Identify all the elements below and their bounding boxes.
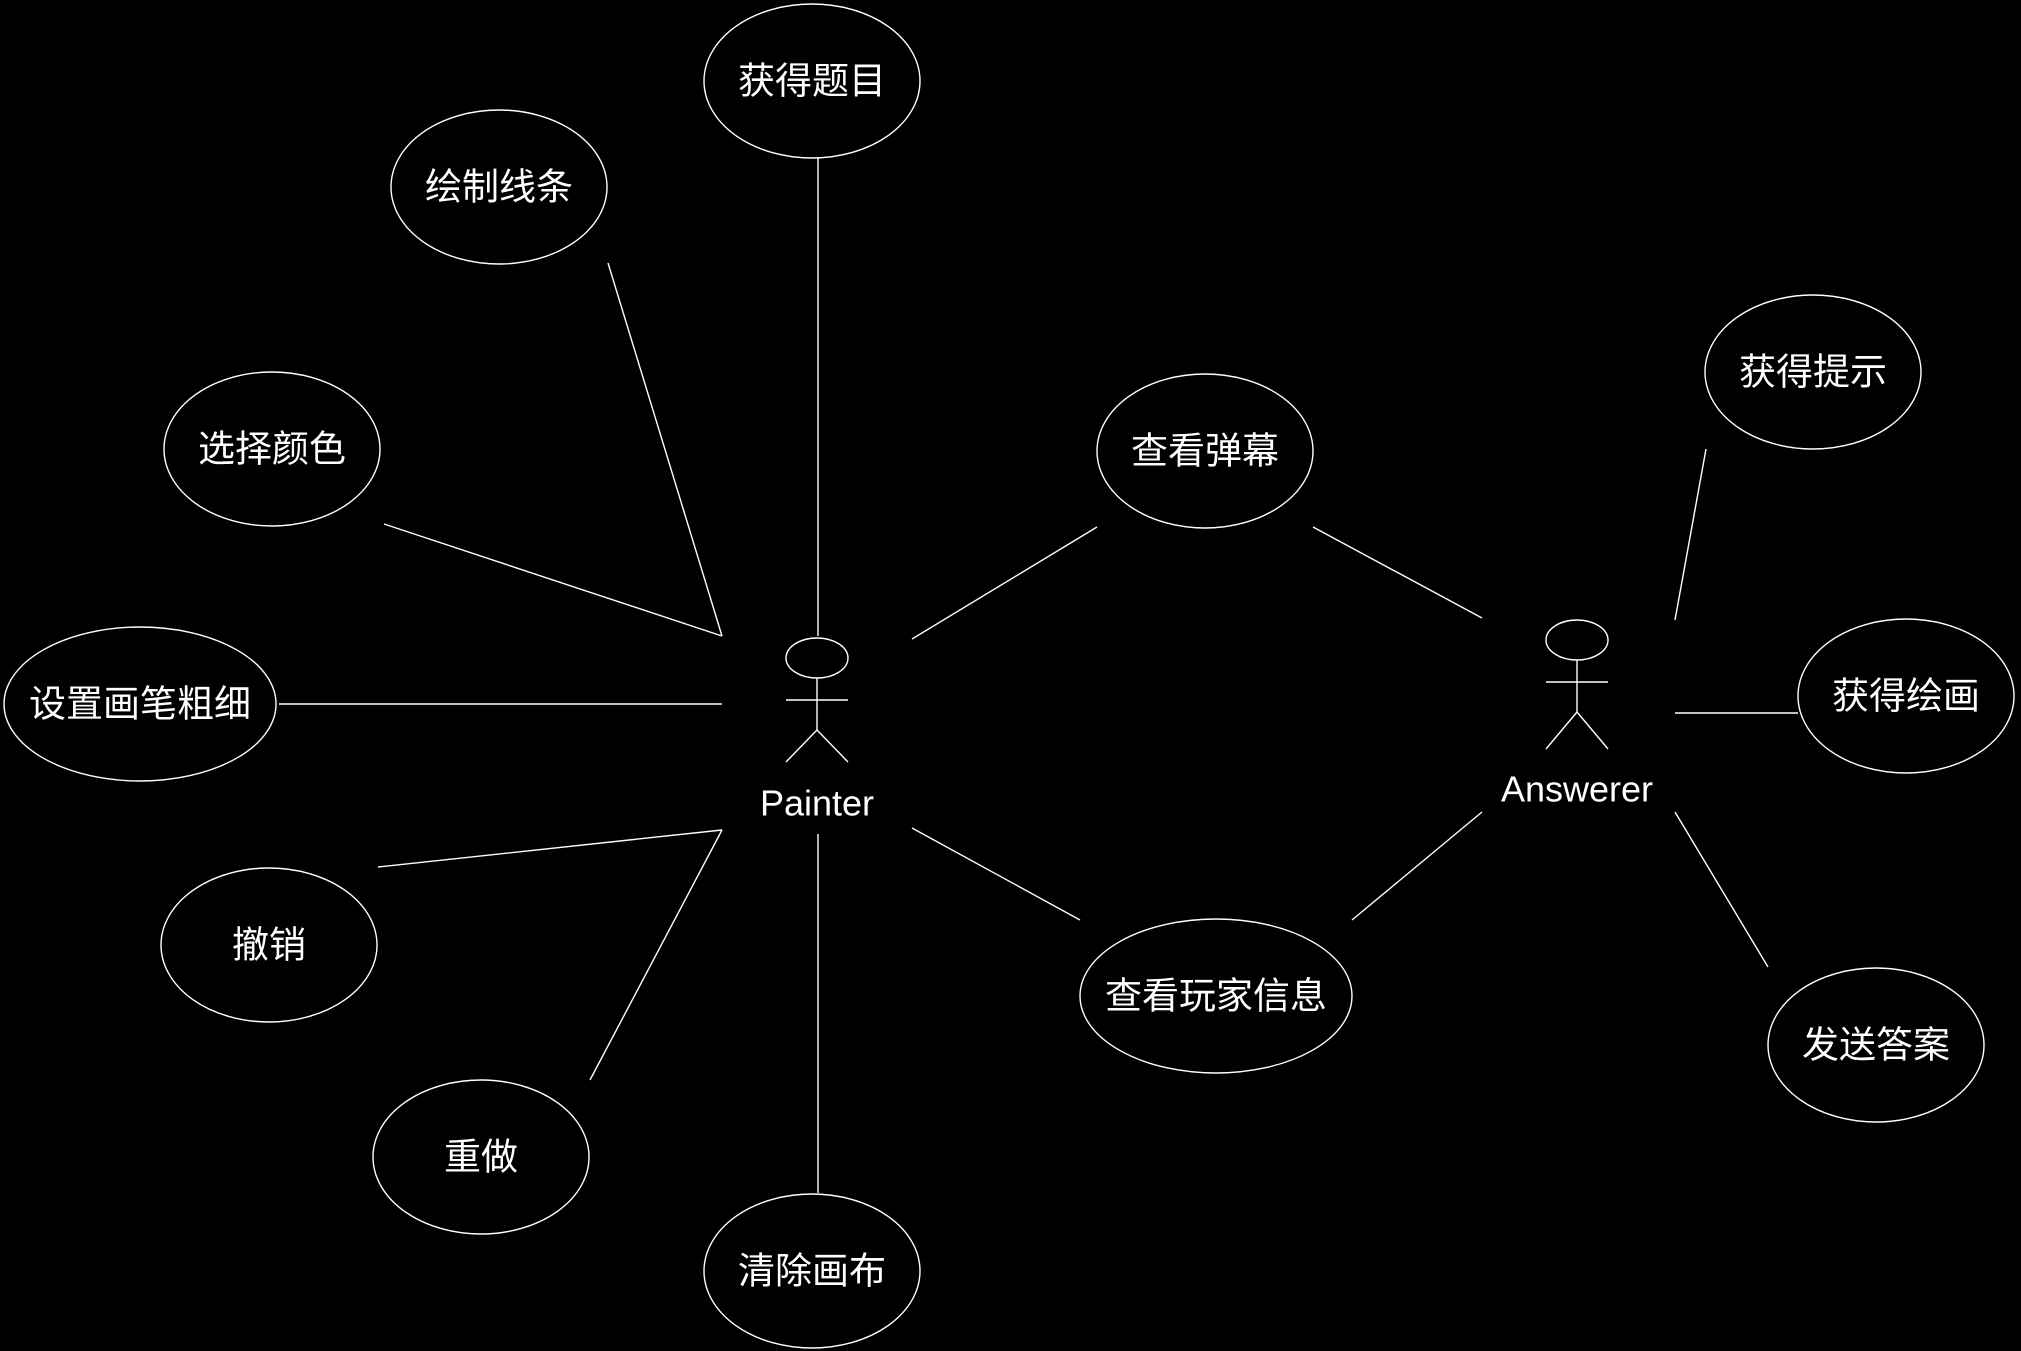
use-case-undo[interactable]: 撤销 — [160, 867, 378, 1023]
use-case-label: 获得绘画 — [1832, 675, 1980, 718]
assoc-answerer-send-answer — [1674, 811, 1769, 968]
use-case-set-brush-width[interactable]: 设置画笔粗细 — [3, 626, 277, 782]
use-case-label: 查看玩家信息 — [1105, 975, 1327, 1018]
use-case-get-hint[interactable]: 获得提示 — [1704, 294, 1922, 450]
use-case-view-danmaku[interactable]: 查看弹幕 — [1096, 373, 1314, 529]
use-case-label: 撤销 — [232, 924, 306, 967]
use-case-get-drawing[interactable]: 获得绘画 — [1797, 618, 2015, 774]
use-case-label: 获得提示 — [1739, 351, 1887, 394]
assoc-painter-view-player-info — [911, 827, 1081, 921]
actor-label: Answerer — [1501, 769, 1653, 810]
actor-answerer[interactable]: Answerer — [1501, 619, 1653, 810]
use-case-label: 设置画笔粗细 — [29, 683, 251, 726]
assoc-painter-draw-lines — [607, 262, 723, 637]
use-case-choose-color[interactable]: 选择颜色 — [163, 371, 381, 527]
assoc-painter-redo — [589, 829, 723, 1081]
use-case-draw-lines[interactable]: 绘制线条 — [390, 109, 608, 265]
actor-painter[interactable]: Painter — [760, 637, 874, 824]
assoc-answerer-view-player-info — [1351, 811, 1483, 921]
use-case-label: 清除画布 — [738, 1250, 886, 1293]
use-case-label: 发送答案 — [1802, 1024, 1950, 1067]
use-case-send-answer[interactable]: 发送答案 — [1767, 967, 1985, 1123]
use-case-label: 重做 — [444, 1136, 518, 1179]
stick-figure-icon — [1545, 619, 1609, 750]
assoc-painter-view-danmaku — [911, 526, 1098, 640]
use-case-view-player-info[interactable]: 查看玩家信息 — [1079, 918, 1353, 1074]
assoc-painter-choose-color — [383, 523, 723, 637]
use-case-clear-canvas[interactable]: 清除画布 — [703, 1193, 921, 1349]
use-case-get-topic[interactable]: 获得题目 — [703, 3, 921, 159]
use-case-label: 绘制线条 — [425, 166, 573, 209]
assoc-answerer-view-danmaku — [1312, 526, 1483, 619]
assoc-answerer-get-hint — [1674, 448, 1707, 621]
use-case-label: 选择颜色 — [198, 428, 346, 471]
actor-label: Painter — [760, 783, 874, 824]
use-case-label: 获得题目 — [738, 60, 886, 103]
stick-figure-icon — [785, 637, 849, 763]
use-case-label: 查看弹幕 — [1131, 430, 1279, 473]
assoc-painter-undo — [377, 829, 723, 868]
use-case-redo[interactable]: 重做 — [372, 1079, 590, 1235]
